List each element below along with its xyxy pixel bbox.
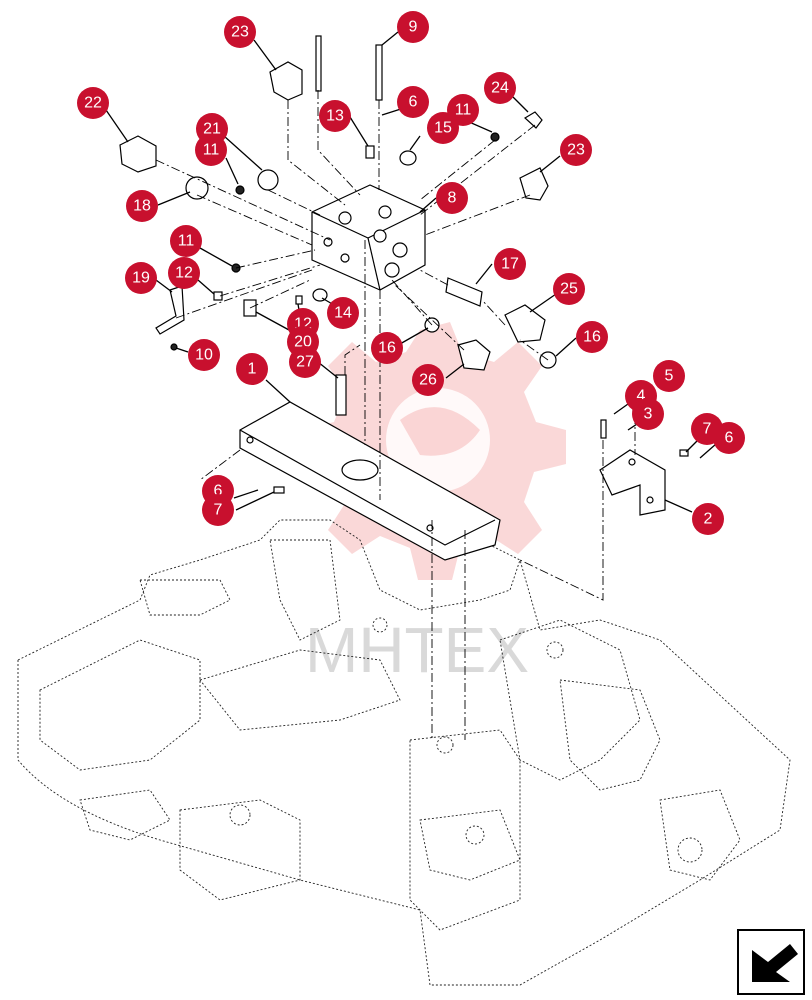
svg-text:22: 22	[84, 95, 102, 112]
callout-9: 9	[397, 11, 429, 43]
svg-text:17: 17	[501, 256, 519, 273]
callout-12: 12	[168, 257, 200, 289]
callout-18: 18	[126, 190, 158, 222]
callout-15: 15	[427, 112, 459, 144]
svg-text:23: 23	[567, 142, 585, 159]
svg-text:1: 1	[248, 361, 257, 378]
callout-2: 2	[692, 503, 724, 535]
svg-text:27: 27	[296, 354, 314, 371]
svg-text:24: 24	[491, 80, 509, 97]
machine-frame	[17, 519, 791, 986]
svg-text:15: 15	[434, 120, 452, 137]
callout-22: 22	[77, 87, 109, 119]
callout-25: 25	[553, 273, 585, 305]
svg-text:6: 6	[409, 94, 418, 111]
mounting-bracket	[599, 449, 666, 516]
callout-17: 17	[494, 248, 526, 280]
callout-16: 16	[371, 332, 403, 364]
callout-8: 8	[436, 182, 468, 214]
svg-text:6: 6	[214, 483, 223, 500]
svg-text:6: 6	[725, 430, 734, 447]
callout-24: 24	[484, 72, 516, 104]
svg-text:26: 26	[419, 372, 437, 389]
callout-10: 10	[188, 339, 220, 371]
svg-text:23: 23	[231, 24, 249, 41]
mounting-plate	[239, 401, 501, 561]
callout-26: 26	[412, 364, 444, 396]
callout-7: 7	[202, 494, 234, 526]
svg-text:11: 11	[455, 102, 472, 119]
center-lines	[155, 90, 636, 740]
callout-14: 14	[327, 297, 359, 329]
callout-5: 5	[653, 360, 685, 392]
svg-text:11: 11	[203, 142, 220, 159]
svg-text:14: 14	[334, 305, 352, 322]
svg-text:10: 10	[195, 347, 213, 364]
svg-text:2: 2	[704, 511, 713, 528]
callout-3: 3	[632, 398, 664, 430]
svg-text:5: 5	[665, 368, 674, 385]
svg-text:7: 7	[214, 502, 223, 519]
callout-16: 16	[576, 321, 608, 353]
watermark-text: МНТЕХ	[305, 614, 529, 686]
svg-text:12: 12	[175, 265, 193, 282]
callout-19: 19	[125, 262, 157, 294]
svg-text:16: 16	[583, 329, 601, 346]
callout-6: 6	[713, 422, 745, 454]
svg-text:21: 21	[203, 121, 221, 138]
svg-text:11: 11	[178, 233, 195, 250]
callout-27: 27	[289, 346, 321, 378]
callout-11: 11	[170, 225, 202, 257]
svg-text:9: 9	[409, 19, 418, 36]
valve-block	[311, 184, 426, 291]
svg-text:4: 4	[637, 388, 646, 405]
callout-1: 1	[236, 353, 268, 385]
svg-text:3: 3	[644, 406, 653, 423]
callout-23: 23	[560, 134, 592, 166]
callout-11: 11	[195, 134, 227, 166]
callout-6: 6	[397, 86, 429, 118]
callout-23: 23	[224, 16, 256, 48]
svg-text:8: 8	[448, 190, 457, 207]
svg-text:7: 7	[703, 421, 712, 438]
svg-text:16: 16	[378, 340, 396, 357]
svg-text:13: 13	[326, 108, 344, 125]
arrow-left-icon[interactable]	[737, 929, 805, 995]
svg-text:18: 18	[133, 198, 151, 215]
callout-13: 13	[319, 100, 351, 132]
svg-text:19: 19	[132, 270, 150, 287]
svg-text:25: 25	[560, 281, 578, 298]
